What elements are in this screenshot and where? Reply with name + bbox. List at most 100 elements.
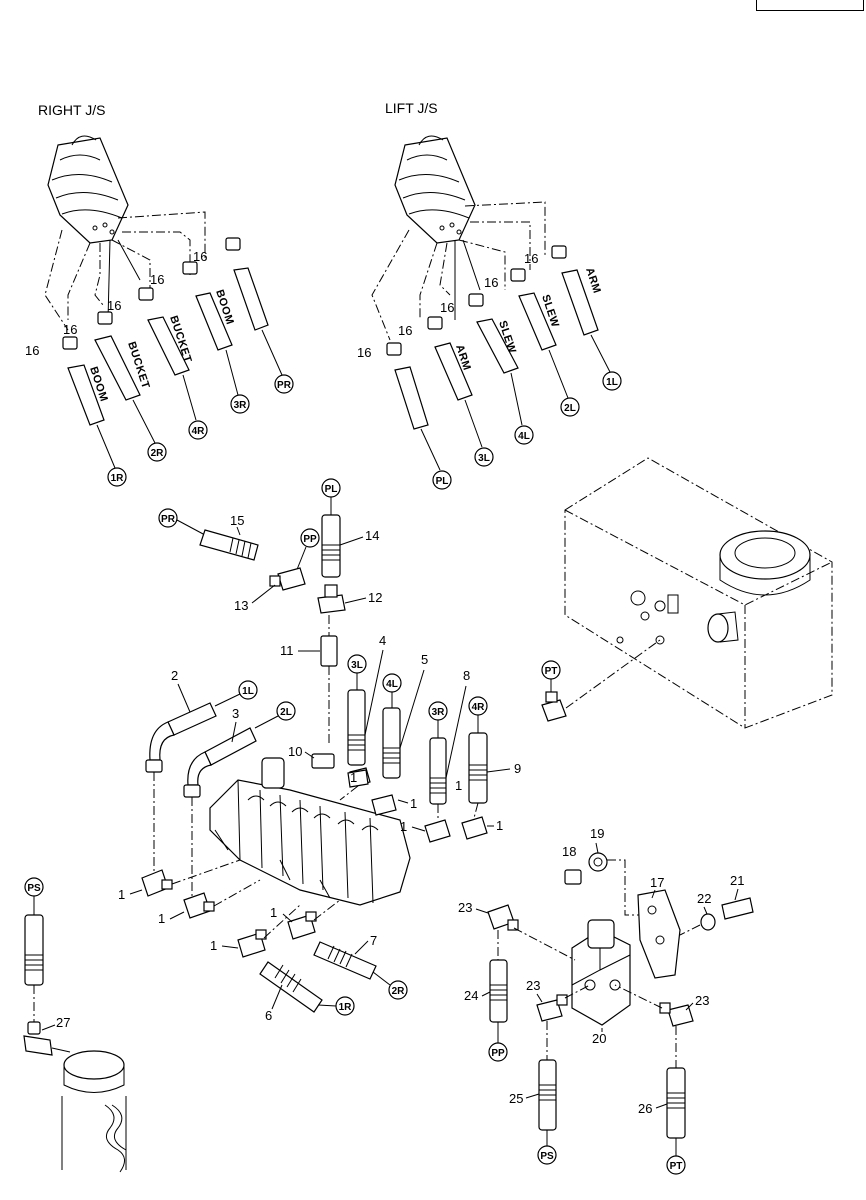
svg-text:3R: 3R (234, 400, 248, 411)
hose-5 (382, 707, 401, 779)
bolt-21 (721, 897, 754, 920)
svg-text:PT: PT (670, 1161, 683, 1172)
label-16-j: 16 (357, 345, 371, 360)
port-circle-PR-pilot: PR (158, 508, 178, 528)
label-16-e: 16 (25, 343, 39, 358)
label-25: 25 (509, 1091, 523, 1106)
port-circle-PT-tank: PT (541, 660, 561, 680)
label-3: 3 (232, 706, 239, 721)
hose-group-lift (394, 269, 599, 430)
elbow-1-e (371, 794, 397, 816)
label-23-a: 23 (458, 900, 472, 915)
port-circle-2R: 2R (147, 442, 167, 462)
adapter-11 (320, 635, 338, 667)
svg-text:PS: PS (27, 883, 41, 894)
label-7: 7 (370, 933, 377, 948)
port-circle-3L-top: 3L (474, 447, 494, 467)
port-circle-2R-hose: 2R (388, 980, 408, 1000)
svg-text:1R: 1R (111, 473, 125, 484)
control-valve-body (209, 757, 411, 906)
label-21: 21 (730, 873, 744, 888)
lift-joystick (394, 135, 476, 244)
svg-text:PL: PL (325, 484, 338, 495)
label-8: 8 (463, 668, 470, 683)
hose-7 (313, 941, 377, 980)
svg-text:PR: PR (161, 514, 176, 525)
label-19: 19 (590, 826, 604, 841)
svg-text:4L: 4L (518, 431, 530, 442)
port-circle-2L-top: 2L (560, 397, 580, 417)
bracket-17 (637, 889, 681, 979)
pressure-block-20 (571, 919, 631, 1026)
label-10: 10 (288, 744, 302, 759)
label-6: 6 (265, 1008, 272, 1023)
port-circle-PS-left: PS (24, 877, 44, 897)
label-1-i: 1 (455, 778, 462, 793)
label-23-c: 23 (695, 993, 709, 1008)
svg-text:4R: 4R (192, 426, 206, 437)
label-20: 20 (592, 1031, 606, 1046)
elbow-23-c (667, 1004, 694, 1027)
bolt-18 (564, 869, 582, 885)
label-2: 2 (171, 668, 178, 683)
label-23-b: 23 (526, 978, 540, 993)
svg-text:1L: 1L (606, 377, 618, 388)
label-27: 27 (56, 1015, 70, 1030)
port-circle-4L-hose: 4L (382, 673, 402, 693)
port-circle-PS-block: PS (537, 1145, 557, 1165)
svg-text:2L: 2L (564, 403, 576, 414)
label-5: 5 (421, 652, 428, 667)
hose-15 (199, 529, 259, 561)
tank-return-elbow (541, 699, 567, 722)
port-circle-3R-hose: 3R (428, 701, 448, 721)
port-circle-3R: 3R (230, 394, 250, 414)
port-circle-PL-top: PL (432, 470, 452, 490)
svg-text:4R: 4R (472, 702, 486, 713)
label-16-d: 16 (63, 322, 77, 337)
port-circle-4R-hose: 4R (468, 696, 488, 716)
label-1-b: 1 (158, 911, 165, 926)
port-circle-1R-hose: 1R (335, 996, 355, 1016)
washer-19 (588, 852, 608, 872)
port-circle-PT-block: PT (666, 1155, 686, 1175)
port-circle-3L-hose: 3L (347, 654, 367, 674)
label-18: 18 (562, 844, 576, 859)
title-right-joystick: RIGHT J/S (38, 102, 105, 118)
svg-text:4L: 4L (386, 679, 398, 690)
svg-text:PP: PP (303, 534, 317, 545)
label-16-f: 16 (524, 251, 538, 266)
label-16-g: 16 (484, 275, 498, 290)
svg-text:PT: PT (545, 666, 558, 677)
label-1-d: 1 (210, 938, 217, 953)
label-13: 13 (234, 598, 248, 613)
port-circle-PP-pilot: PP (300, 528, 320, 548)
label-15: 15 (230, 513, 244, 528)
hose-group-right (67, 267, 269, 426)
elbow-1-g (461, 816, 488, 840)
hose-3 (204, 727, 257, 766)
svg-text:3L: 3L (351, 660, 363, 671)
svg-text:2R: 2R (151, 448, 165, 459)
label-16-i: 16 (398, 323, 412, 338)
label-1-c: 1 (270, 905, 277, 920)
label-1-h: 1 (350, 770, 357, 785)
hose-8 (429, 737, 447, 805)
page-number-box (756, 0, 864, 11)
right-joystick (47, 135, 129, 244)
svg-text:1R: 1R (339, 1002, 353, 1013)
port-circle-4R: 4R (188, 420, 208, 440)
title-lift-joystick: LIFT J/S (385, 100, 438, 116)
svg-text:PL: PL (436, 476, 449, 487)
hydraulic-tank (564, 457, 833, 729)
func-label-arm-2: ARM (583, 266, 603, 295)
hose-9 (468, 732, 488, 804)
elbow-23-b (536, 999, 563, 1022)
svg-text:3L: 3L (478, 453, 490, 464)
washer-22 (700, 913, 716, 931)
svg-text:3R: 3R (432, 707, 446, 718)
port-circle-1L-top: 1L (602, 371, 622, 391)
label-9: 9 (514, 761, 521, 776)
label-16-c: 16 (107, 298, 121, 313)
svg-text:PP: PP (491, 1048, 505, 1059)
